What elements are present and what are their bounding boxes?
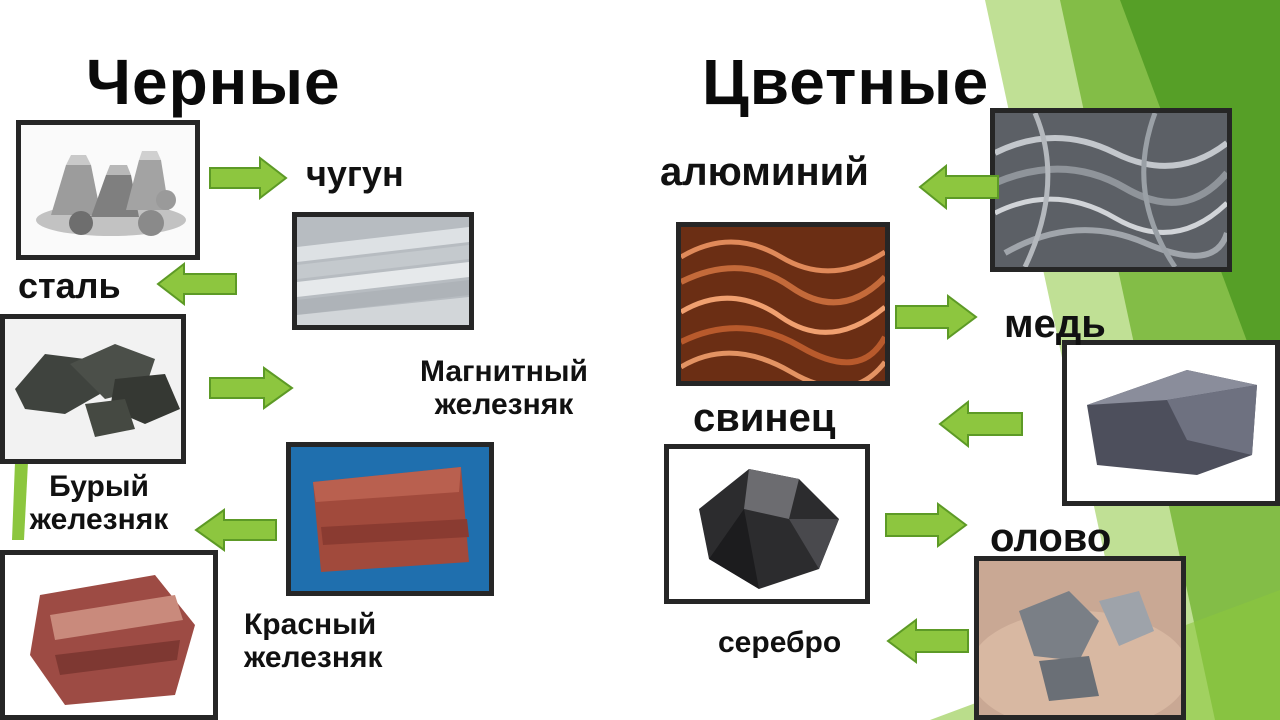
tin-photo <box>664 444 870 604</box>
arrow-right-magnetite <box>208 366 294 410</box>
arrow-right-cast-iron <box>208 156 288 200</box>
arrow-right-tin <box>884 502 968 548</box>
limonite-photo <box>0 550 218 720</box>
cast-iron-photo <box>16 120 200 260</box>
label-hematite-line1: Красный <box>244 608 377 641</box>
arrow-right-copper <box>894 294 978 340</box>
label-tin: олово <box>990 516 1112 560</box>
arrow-left-limonite <box>194 508 278 552</box>
magnetite-photo <box>0 314 186 464</box>
label-hematite: Красный железняк <box>244 608 382 674</box>
label-magnetite-line1: Магнитный <box>420 355 588 388</box>
arrow-left-lead <box>938 400 1024 448</box>
label-hematite-line2: железняк <box>244 641 383 674</box>
label-limonite-line2: железняк <box>29 503 169 536</box>
label-lead: свинец <box>693 396 836 440</box>
aluminium-photo <box>990 108 1232 272</box>
label-limonite-line1: Бурый <box>49 470 149 503</box>
arrow-left-steel <box>156 262 238 306</box>
label-steel: сталь <box>18 265 121 306</box>
heading-ferrous: Черные <box>86 46 341 118</box>
arrow-left-silver <box>886 618 970 664</box>
label-magnetite-line2: железняк <box>434 388 574 421</box>
label-cast-iron: чугун <box>306 153 404 194</box>
arrow-left-aluminium <box>918 164 1000 210</box>
lead-photo <box>1062 340 1280 506</box>
copper-photo <box>676 222 890 386</box>
heading-nonferrous: Цветные <box>702 46 990 118</box>
hematite-photo <box>286 442 494 596</box>
label-limonite: Бурый железняк <box>10 470 188 536</box>
label-copper: медь <box>1004 302 1106 346</box>
label-aluminium: алюминий <box>660 150 869 194</box>
steel-photo <box>292 212 474 330</box>
label-magnetite: Магнитный железняк <box>399 355 609 421</box>
silver-photo <box>974 556 1186 720</box>
label-silver: серебро <box>718 626 842 659</box>
